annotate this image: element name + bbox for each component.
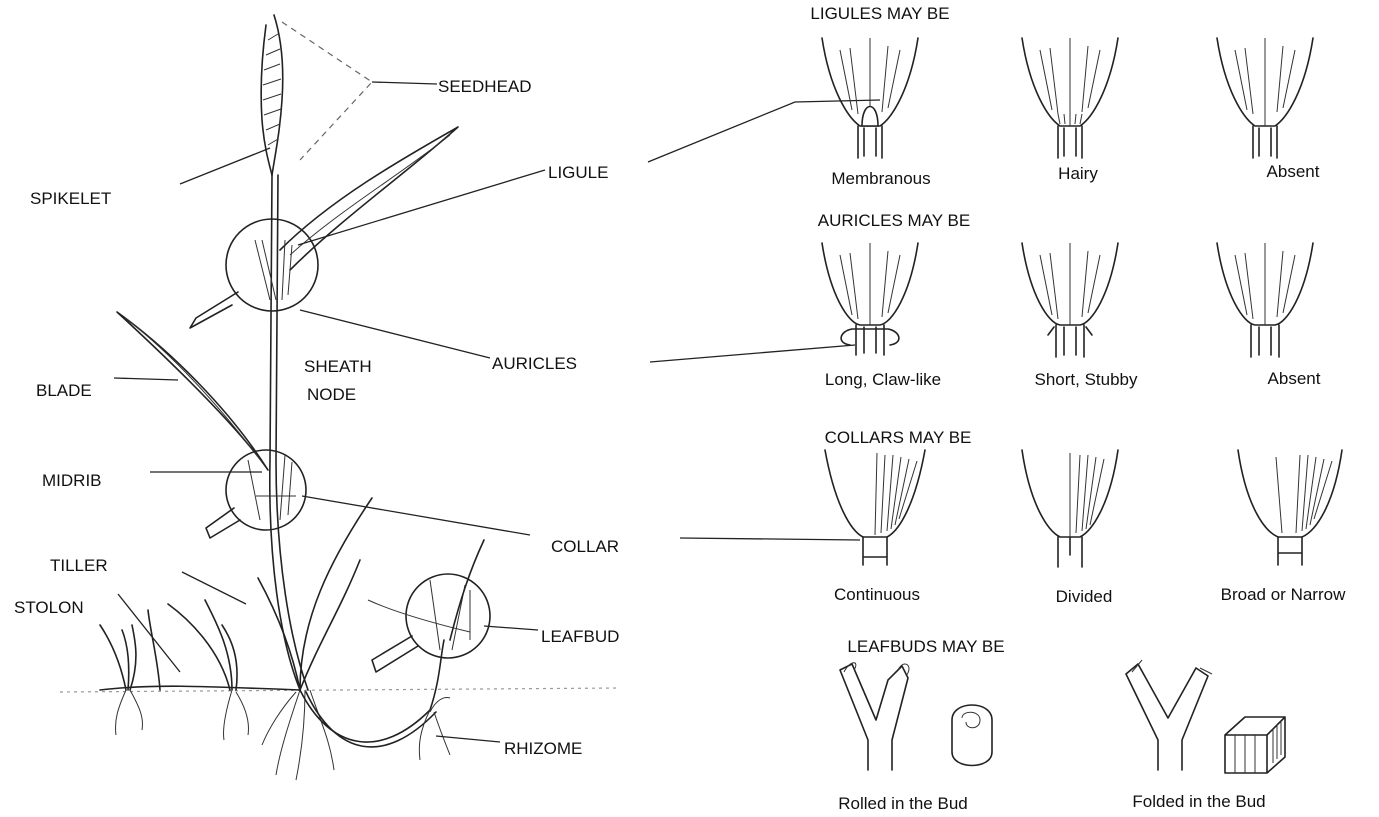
tiller-shoots (258, 498, 372, 690)
label-sheath: SHEATH (304, 357, 372, 377)
ligule-type-hairy: Hairy (1058, 164, 1098, 184)
label-stolon: STOLON (14, 598, 84, 618)
roots (115, 690, 334, 780)
auricle-type-absent: Absent (1268, 369, 1321, 389)
lower-leaf-blade (117, 312, 268, 470)
ground-line (60, 688, 620, 692)
rhizome (300, 640, 444, 742)
collar-type-continuous: Continuous (834, 585, 920, 605)
ligule-illustrations (822, 38, 1313, 158)
leafbuds-heading: LEAFBUDS MAY BE (847, 637, 1004, 657)
plant-leader-lines (114, 82, 880, 742)
ligule-type-membranous: Membranous (831, 169, 930, 189)
ligule-type-absent: Absent (1267, 162, 1320, 182)
collars-heading: COLLARS MAY BE (825, 428, 972, 448)
seedhead-drawing (261, 15, 372, 175)
label-leafbud: LEAFBUD (541, 627, 619, 647)
collar-type-divided: Divided (1056, 587, 1113, 607)
ligules-heading: LIGULES MAY BE (810, 4, 949, 24)
auricle-illustrations (822, 243, 1313, 357)
label-seedhead: SEEDHEAD (438, 77, 532, 97)
leafbud-magnifier (406, 574, 490, 658)
leafbud-illustrations (840, 660, 1285, 773)
collar-type-broad-narrow: Broad or Narrow (1221, 585, 1346, 605)
label-node: NODE (307, 385, 356, 405)
label-ligule: LIGULE (548, 163, 608, 183)
label-tiller: TILLER (50, 556, 108, 576)
label-spikelet: SPIKELET (30, 189, 111, 209)
auricle-type-long: Long, Claw-like (825, 370, 941, 390)
leafbud-type-rolled: Rolled in the Bud (838, 794, 967, 814)
label-auricles: AURICLES (492, 354, 577, 374)
leafbud-type-folded: Folded in the Bud (1132, 792, 1265, 812)
collar-magnifier (226, 450, 306, 530)
label-blade: BLADE (36, 381, 92, 401)
upper-leaf-blade (280, 127, 458, 270)
auricles-heading: AURICLES MAY BE (818, 211, 970, 231)
collar-illustrations (825, 450, 1342, 567)
label-rhizome: RHIZOME (504, 739, 582, 759)
label-midrib: MIDRIB (42, 471, 102, 491)
auricle-type-short: Short, Stubby (1034, 370, 1137, 390)
label-collar: COLLAR (551, 537, 619, 557)
